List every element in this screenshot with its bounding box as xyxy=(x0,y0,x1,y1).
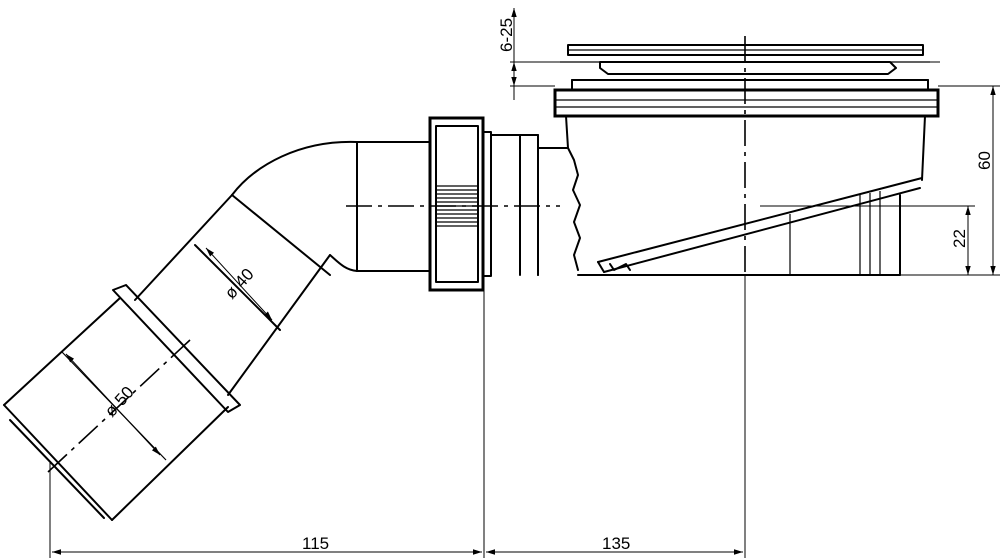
drain-body xyxy=(553,79,940,276)
height-adjust-label: 6-25 xyxy=(497,18,516,52)
dimension-22: 22 xyxy=(760,205,975,275)
dimension-60: 60 xyxy=(900,85,1000,276)
elbow-pipe: ø 40 xyxy=(134,140,431,396)
horizontal-right-label: 135 xyxy=(602,534,630,553)
outlet-pipe: ø 50 xyxy=(3,284,241,521)
dimension-6-25: 6-25 xyxy=(497,8,940,100)
outlet-height-label: 22 xyxy=(950,229,969,248)
outlet-stub xyxy=(490,134,581,276)
horizontal-left-label: 115 xyxy=(302,534,329,553)
dimension-horizontal: 115 135 xyxy=(49,276,746,558)
total-height-label: 60 xyxy=(975,151,994,170)
diameter-50-label: ø 50 xyxy=(101,383,138,421)
coupling-nut xyxy=(428,116,492,292)
